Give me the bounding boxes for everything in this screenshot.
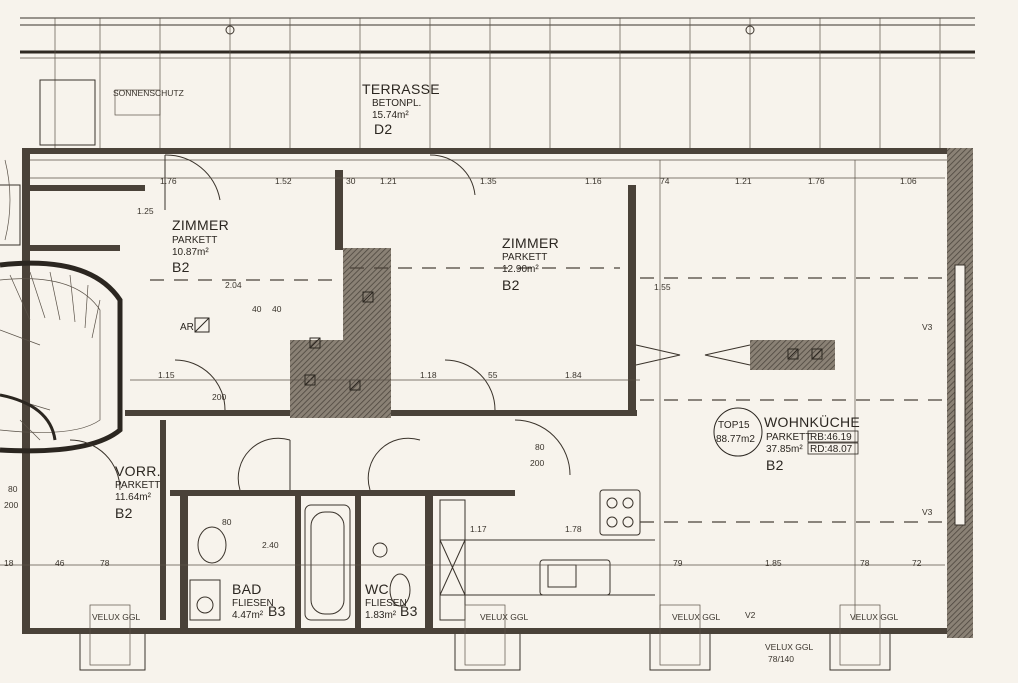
outer-walls xyxy=(22,148,973,638)
dim: 1.06 xyxy=(900,176,917,186)
misc-labels: AR V3 V3 V2 SONNENSCHUTZ VELUX GGL VELUX… xyxy=(92,88,933,664)
dim: 79 xyxy=(673,558,683,568)
dim: 1.76 xyxy=(160,176,177,186)
dim: 1.76 xyxy=(808,176,825,186)
zimmer1-floor: PARKETT xyxy=(172,235,217,246)
terrasse-floor: BETONPL. xyxy=(372,98,421,109)
dim: 40 xyxy=(252,304,262,314)
room-zimmer-2: ZIMMER PARKETT 12.90m² B2 xyxy=(502,235,559,293)
vorr-name: VORR. xyxy=(115,463,161,479)
wohnkueche-rd: RD:48.07 xyxy=(810,444,853,455)
dim: 80 xyxy=(535,442,545,452)
wc-name: WC xyxy=(365,581,389,597)
bad-name: BAD xyxy=(232,581,262,597)
shaft xyxy=(343,248,391,418)
dim: 1.15 xyxy=(158,370,175,380)
dim: 18 xyxy=(4,558,14,568)
zimmer1-area: 10.87m² xyxy=(172,247,209,258)
ar-label: AR xyxy=(180,322,194,333)
velux-label-4: VELUX GGL xyxy=(765,642,813,652)
room-bad: BAD FLIESEN 4.47m² B3 xyxy=(232,581,286,621)
terrasse-code: D2 xyxy=(374,121,393,137)
dim: 55 xyxy=(488,370,498,380)
terrace xyxy=(20,17,975,150)
dim: 40 xyxy=(272,304,282,314)
bad-code: B3 xyxy=(268,603,286,619)
room-terrasse: TERRASSE BETONPL. 15.74m² D2 xyxy=(362,81,440,137)
wohnkueche-floor: PARKETT xyxy=(766,432,811,443)
terrasse-name: TERRASSE xyxy=(362,81,440,97)
dim: 1.16 xyxy=(585,176,602,186)
wc-floor: FLIESEN xyxy=(365,598,407,609)
vorr-code: B2 xyxy=(115,505,133,521)
v3-label-a: V3 xyxy=(922,322,933,332)
zimmer2-name: ZIMMER xyxy=(502,235,559,251)
velux-label-1: VELUX GGL xyxy=(92,612,140,622)
doors xyxy=(69,154,571,491)
dim: 80 xyxy=(8,484,18,494)
top-label: TOP15 xyxy=(718,420,750,431)
dim: 1.35 xyxy=(480,176,497,186)
terrasse-area: 15.74m² xyxy=(372,110,409,121)
sanitary-fixtures xyxy=(189,489,655,621)
dim: 1.21 xyxy=(380,176,397,186)
dim: 30 xyxy=(346,176,356,186)
dim: 72 xyxy=(912,558,922,568)
dim: 1.17 xyxy=(470,524,487,534)
wohnkueche-area: 37.85m² xyxy=(766,444,803,455)
markise-label: SONNENSCHUTZ xyxy=(113,88,184,98)
dim: 2.04 xyxy=(225,280,242,290)
dim: 80 xyxy=(222,517,232,527)
dim: 200 xyxy=(4,500,18,510)
dim: 1.84 xyxy=(565,370,582,380)
dim: 46 xyxy=(55,558,65,568)
dim: 1.18 xyxy=(420,370,437,380)
vorr-area: 11.64m² xyxy=(115,492,152,503)
wohnkueche-code: B2 xyxy=(766,457,784,473)
top-area: 88.77m2 xyxy=(716,434,755,445)
velux-label-5: VELUX GGL xyxy=(850,612,898,622)
dim: 1.55 xyxy=(654,282,671,292)
v2-label: V2 xyxy=(745,610,756,620)
dim: 200 xyxy=(212,392,226,402)
wc-area: 1.83m² xyxy=(365,610,397,621)
shaft-lower xyxy=(290,340,350,418)
dim: 1.52 xyxy=(275,176,292,186)
skylights xyxy=(79,604,891,671)
bad-area: 4.47m² xyxy=(232,610,264,621)
dim: 78 xyxy=(100,558,110,568)
dim: 200 xyxy=(530,458,544,468)
dimension-texts: 1.76 1.52 30 1.21 1.35 1.16 74 1.21 1.76… xyxy=(4,176,922,568)
room-vorraum: VORR. PARKETT 11.64m² B2 xyxy=(115,463,161,521)
room-zimmer-1: ZIMMER PARKETT 10.87m² B2 xyxy=(172,217,229,275)
v3-label-b: V3 xyxy=(922,507,933,517)
dimension-lines xyxy=(0,160,945,620)
dim: 1.21 xyxy=(735,176,752,186)
zimmer2-floor: PARKETT xyxy=(502,252,547,263)
vorr-floor: PARKETT xyxy=(115,480,160,491)
room-wc: WC FLIESEN 1.83m² B3 xyxy=(365,581,418,621)
zimmer1-code: B2 xyxy=(172,259,190,275)
velux-label-2: VELUX GGL xyxy=(480,612,528,622)
wc-code: B3 xyxy=(400,603,418,619)
velux-size: 78/140 xyxy=(768,654,794,664)
dim: 1.78 xyxy=(565,524,582,534)
velux-label-3: VELUX GGL xyxy=(672,612,720,622)
wohnkueche-name: WOHNKÜCHE xyxy=(764,413,860,430)
zimmer1-name: ZIMMER xyxy=(172,217,229,233)
dim: 78 xyxy=(860,558,870,568)
bad-floor: FLIESEN xyxy=(232,598,274,609)
dim: 1.25 xyxy=(137,206,154,216)
zimmer2-code: B2 xyxy=(502,277,520,293)
room-wohnkueche: TOP15 88.77m2 WOHNKÜCHE PARKETT 37.85m² … xyxy=(713,407,860,473)
zimmer2-area: 12.90m² xyxy=(502,264,539,275)
wohnkueche-rb: RB:46.19 xyxy=(810,432,852,443)
dim: 1.85 xyxy=(765,558,782,568)
dim: 74 xyxy=(660,176,670,186)
staircase xyxy=(0,159,123,454)
dim: 2.40 xyxy=(262,540,279,550)
